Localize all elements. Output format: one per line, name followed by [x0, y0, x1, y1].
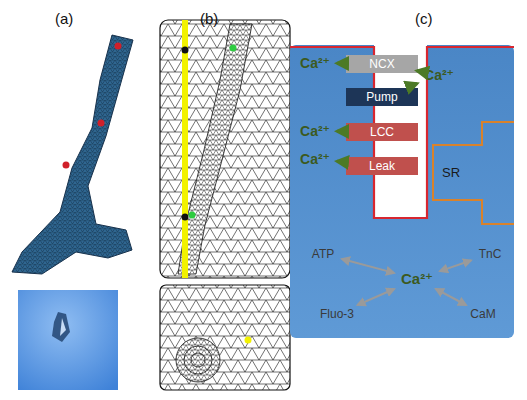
- channel-box: LCC: [346, 123, 418, 141]
- buffer-label: Fluo-3: [312, 306, 362, 322]
- ion-label: Ca²⁺: [395, 270, 439, 288]
- mesh-top-view: [160, 285, 290, 390]
- exchanger-box: NCX: [346, 55, 418, 73]
- buffer-label: TnC: [472, 246, 508, 262]
- leak-box: Leak: [346, 157, 418, 175]
- pump-box: Pump: [346, 88, 418, 106]
- mesh-side-view: [160, 20, 290, 278]
- node-text: TnC: [479, 247, 502, 261]
- panel-label: (b): [200, 10, 218, 27]
- buffer-label: ATP: [305, 246, 341, 262]
- binding-arrow: [342, 259, 394, 273]
- binding-arrow: [358, 289, 395, 305]
- node-text: SR: [442, 165, 460, 180]
- node-text: LCC: [370, 125, 394, 139]
- panel-label: (a): [55, 10, 73, 27]
- node-text: Leak: [369, 159, 395, 173]
- ion-label: Ca²⁺: [294, 122, 336, 140]
- node-text: Fluo-3: [320, 307, 354, 321]
- binding-arrow: [440, 261, 471, 272]
- flux-arrow: [408, 83, 417, 87]
- node-text: Ca²⁺: [300, 55, 330, 71]
- node-text: Ca²⁺: [401, 270, 433, 288]
- sr-label: SR: [436, 163, 466, 181]
- tubule-render: [12, 35, 133, 274]
- cell-schematic: [290, 40, 514, 338]
- tubule-image: [18, 290, 118, 390]
- node-text: Ca²⁺: [300, 123, 330, 139]
- ion-label: Ca²⁺: [294, 150, 336, 168]
- ion-label: Ca²⁺: [294, 54, 336, 72]
- flux-arrow: [337, 130, 345, 133]
- node-text: ATP: [312, 247, 334, 261]
- ion-label: Ca²⁺: [418, 66, 460, 84]
- node-text: Pump: [366, 90, 397, 104]
- flux-arrow: [417, 69, 419, 72]
- node-text: Ca²⁺: [424, 67, 454, 83]
- node-text: CaM: [470, 307, 495, 321]
- buffer-label: CaM: [465, 306, 501, 322]
- panel-label: (c): [415, 10, 433, 27]
- flux-arrow: [337, 160, 345, 164]
- flux-arrow: [337, 62, 345, 65]
- node-text: NCX: [369, 57, 394, 71]
- node-text: Ca²⁺: [300, 151, 330, 167]
- binding-arrow: [436, 289, 466, 305]
